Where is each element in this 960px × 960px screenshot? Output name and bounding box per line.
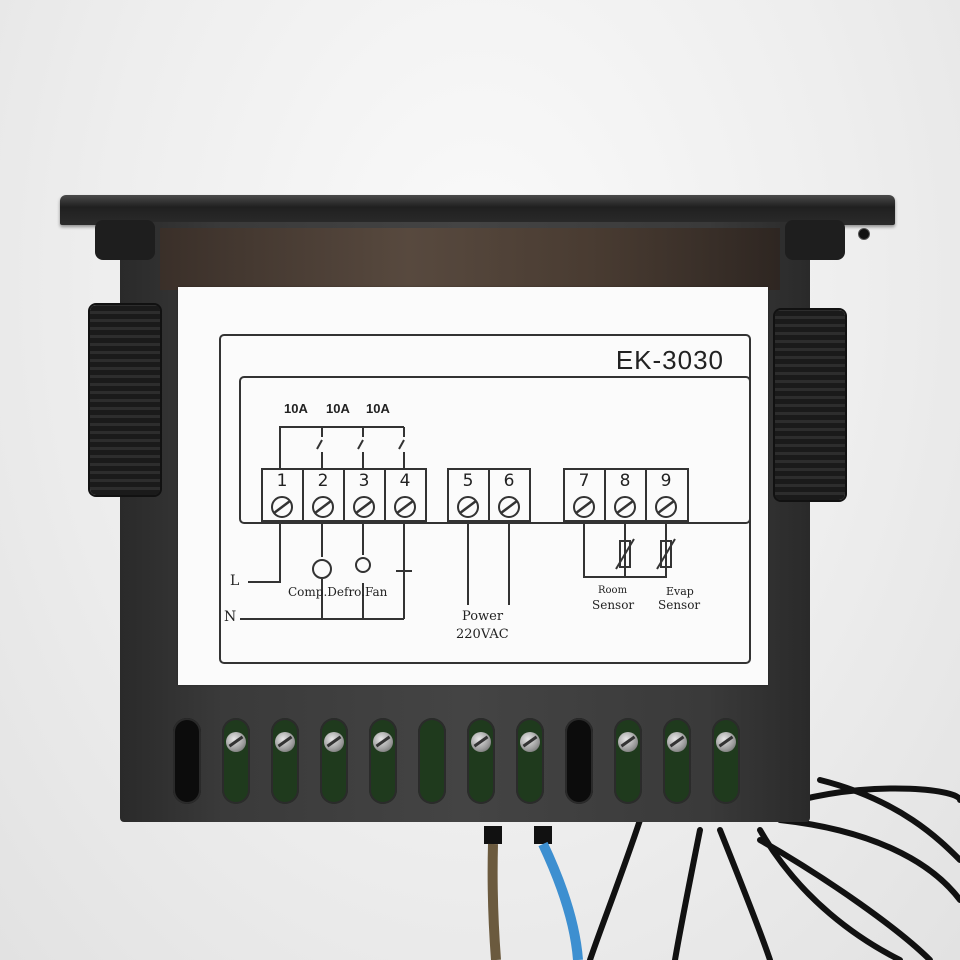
terminal-number-2: 2 <box>317 471 329 491</box>
terminal-number-4: 4 <box>399 471 411 491</box>
terminal-7[interactable] <box>614 718 642 804</box>
voltage-caption: 220VAC <box>456 627 509 642</box>
terminal-8[interactable] <box>663 718 691 804</box>
wire-ferrule-brown <box>484 826 502 844</box>
screw-icon <box>520 732 540 752</box>
screw-icon <box>716 732 736 752</box>
terminal-number-7: 7 <box>578 471 590 491</box>
terminal-3[interactable] <box>320 718 348 804</box>
display-window <box>160 228 780 290</box>
line-label: L <box>230 573 240 589</box>
terminal-strip <box>165 718 765 810</box>
mount-hole-icon <box>858 228 870 240</box>
wire-ferrule-blue <box>534 826 552 844</box>
wiring-label: EK-3030 10A 10A 10A 1 2 3 4 5 6 7 8 9 L … <box>178 287 768 685</box>
evap-sensor-line-2: Sensor <box>658 598 701 612</box>
room-sensor-line-1: Room <box>598 585 628 596</box>
terminal-2[interactable] <box>271 718 299 804</box>
ampere-rating-2: 10A <box>326 401 350 416</box>
screw-icon <box>226 732 246 752</box>
evap-sensor-line-1: Evap <box>666 585 694 598</box>
terminal-slot <box>565 718 593 804</box>
ampere-rating-3: 10A <box>366 401 390 416</box>
ampere-rating-1: 10A <box>284 401 308 416</box>
terminal-number-8: 8 <box>619 471 631 491</box>
terminal-5[interactable] <box>467 718 495 804</box>
front-bezel <box>60 195 895 225</box>
brown-wire <box>487 843 501 960</box>
outputs-caption: Comp.Defro.Fan <box>288 585 388 599</box>
terminal-9[interactable] <box>712 718 740 804</box>
terminal-number-3: 3 <box>358 471 370 491</box>
terminal-number-5: 5 <box>462 471 474 491</box>
screw-icon <box>324 732 344 752</box>
blue-wire <box>538 841 583 960</box>
wiring-diagram <box>219 334 751 664</box>
terminal-1[interactable] <box>222 718 250 804</box>
terminal-6[interactable] <box>516 718 544 804</box>
model-number: EK-3030 <box>615 345 724 375</box>
terminal-number-9: 9 <box>660 471 672 491</box>
neutral-label: N <box>224 609 237 625</box>
terminal-number-1: 1 <box>276 471 288 491</box>
screw-icon <box>275 732 295 752</box>
screw-icon <box>618 732 638 752</box>
right-clip-top <box>785 220 845 260</box>
screw-icon <box>373 732 393 752</box>
left-clip-top <box>95 220 155 260</box>
power-caption: Power <box>462 609 504 624</box>
room-sensor-line-2: Sensor <box>592 598 635 612</box>
screw-icon <box>667 732 687 752</box>
right-mounting-clip[interactable] <box>775 310 845 500</box>
terminal-slot <box>173 718 201 804</box>
screw-icon <box>471 732 491 752</box>
terminal-4[interactable] <box>369 718 397 804</box>
left-mounting-clip[interactable] <box>90 305 160 495</box>
terminal-number-6: 6 <box>503 471 515 491</box>
terminal-slot-empty <box>418 718 446 804</box>
